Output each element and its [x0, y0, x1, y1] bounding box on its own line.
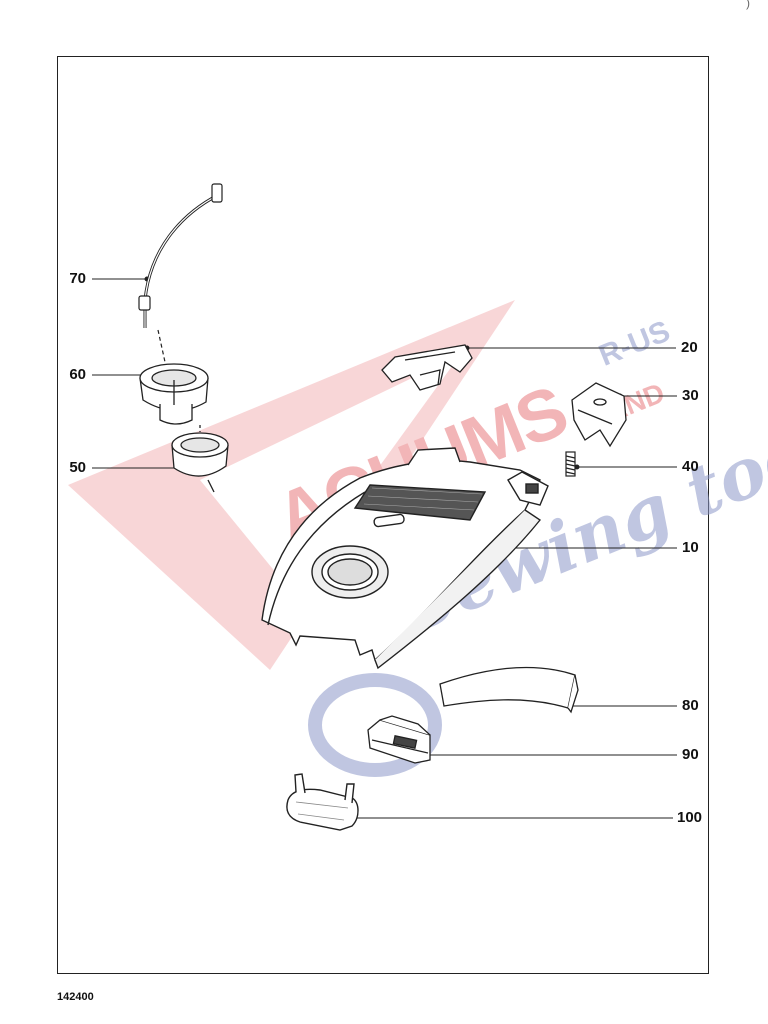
diagram-frame — [57, 56, 709, 974]
callout-10: 10 — [682, 539, 699, 556]
part-40-spring — [565, 451, 576, 477]
callout-20: 20 — [681, 339, 698, 356]
part-100-button-plate — [286, 773, 359, 831]
part-10-main-housing — [261, 447, 549, 670]
callout-30: 30 — [682, 387, 699, 404]
part-20-cover-piece — [381, 344, 473, 391]
watermark-r-us-text: R-US — [594, 315, 674, 373]
callout-40: 40 — [682, 458, 699, 475]
corner-mark: ) — [746, 0, 750, 10]
watermark-v-cutout — [200, 355, 460, 590]
part-70-hose — [138, 183, 223, 363]
callout-60: 60 — [69, 366, 86, 383]
part-60-outlet-fitting — [139, 363, 209, 425]
callout-90: 90 — [682, 746, 699, 763]
part-30-clip-cover — [571, 382, 627, 448]
part-80-pad — [439, 666, 579, 714]
part-50-ring — [171, 425, 229, 493]
callout-100: 100 — [677, 809, 703, 826]
callout-70: 70 — [69, 270, 86, 287]
callout-50: 50 — [69, 459, 86, 476]
callout-80: 80 — [682, 697, 699, 714]
part-90-latch — [367, 715, 431, 764]
sheet-code: 142400 — [57, 991, 94, 1003]
watermark-script-loop — [308, 673, 442, 777]
